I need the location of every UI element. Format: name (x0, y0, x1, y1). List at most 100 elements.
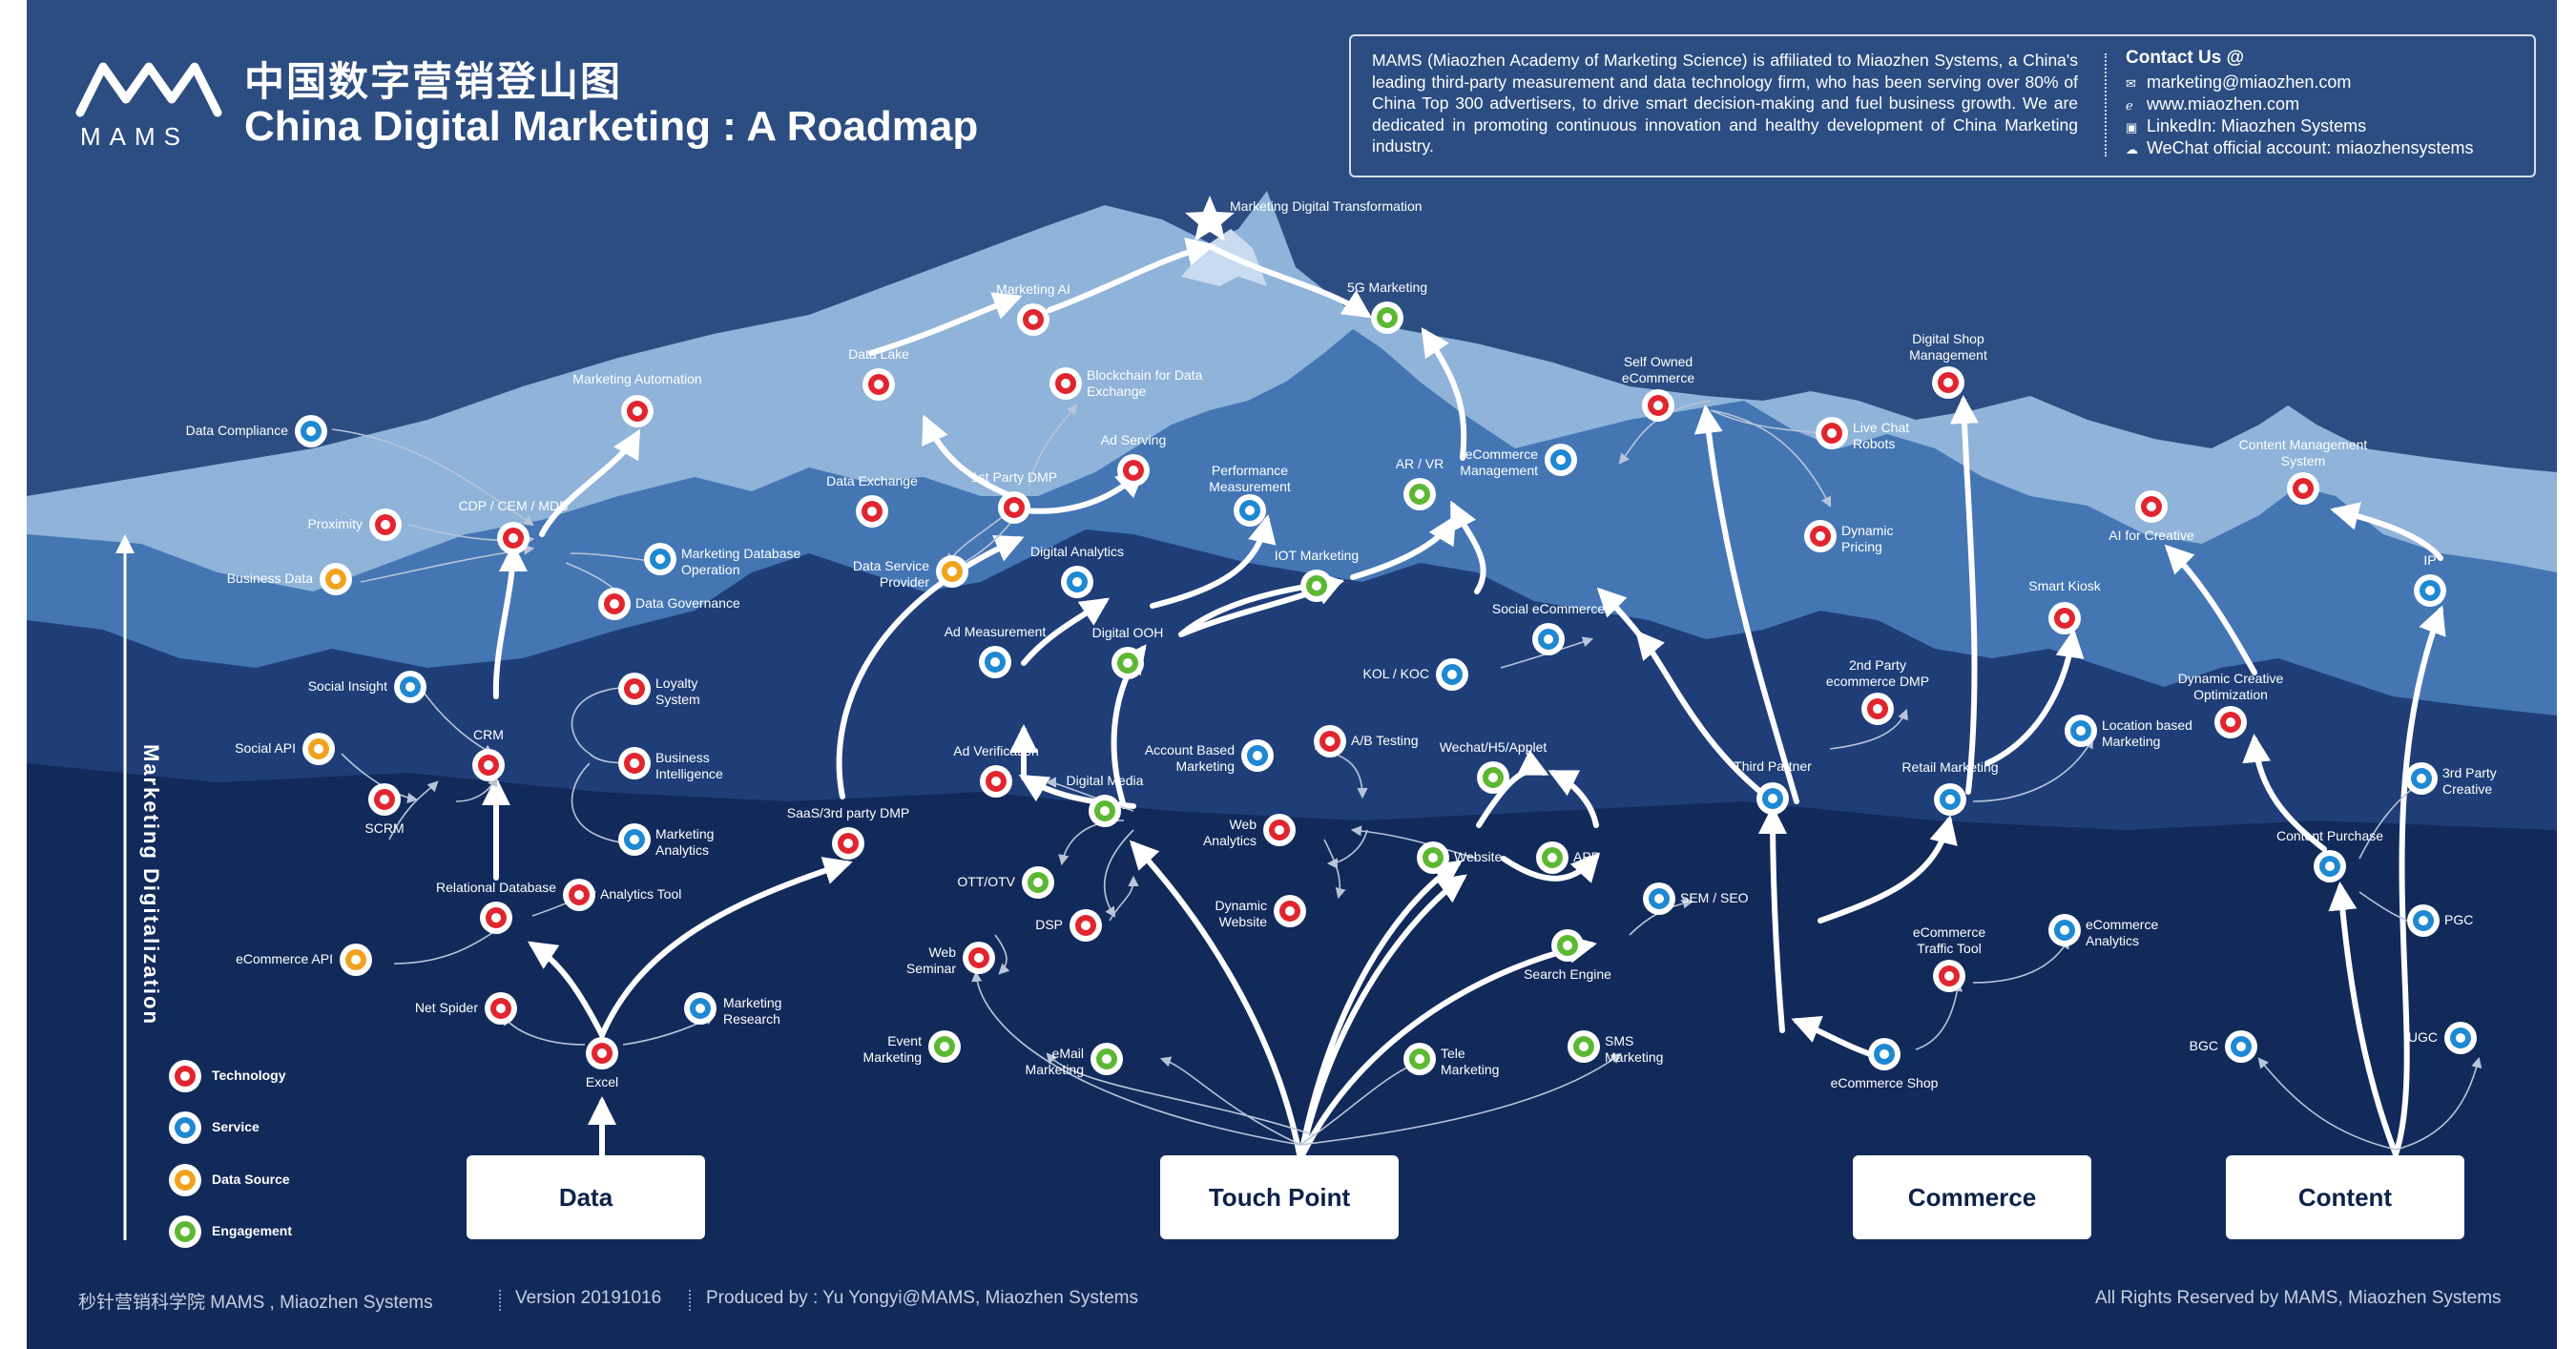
node-center (991, 777, 1001, 786)
node-center (314, 744, 323, 754)
node-ott (1022, 866, 1054, 899)
node-saas-dmp (832, 827, 864, 860)
node-label: Marketing Research (723, 995, 782, 1027)
node-center (610, 599, 619, 609)
linkedin-icon: ▣ (2126, 120, 2138, 135)
node-data-governance (598, 588, 631, 620)
node-data-lake (862, 368, 895, 401)
contact-title: Contact Us @ (2126, 48, 2245, 68)
node-label: Data Service Provider (852, 558, 929, 590)
node-label: Data Governance (635, 595, 740, 611)
footer-version: Version 20191016 (515, 1288, 662, 1308)
node-center (1816, 531, 1825, 541)
node-center (1943, 378, 1953, 387)
node-label: 5G Marketing (1346, 280, 1428, 295)
node-ecommerce-mgmt (1545, 444, 1577, 476)
node-dco (2214, 706, 2247, 738)
node-label: Ad Serving (1100, 432, 1167, 447)
node-label: Third Partner (1734, 758, 1812, 774)
node-label: Live Chat Robots (1853, 420, 1910, 451)
node-label: APP (1573, 849, 1601, 864)
node-label: PGC (2444, 912, 2474, 927)
node-center (1415, 489, 1424, 499)
node-live-chat (1816, 417, 1848, 449)
legend-marker-engagement (169, 1215, 201, 1248)
node-ugc (2444, 1022, 2477, 1054)
node-second-party-dmp (1861, 693, 1894, 725)
node-label: Net Spider (414, 1000, 478, 1015)
node-perf-measurement (1234, 494, 1266, 527)
node-label: Excel (585, 1074, 619, 1090)
node-center (990, 657, 1000, 667)
node-center (1245, 506, 1255, 515)
node-center (1944, 971, 1954, 981)
node-label: eCommerce Analytics (2086, 917, 2159, 948)
node-center (1768, 794, 1777, 803)
node-ad-serving (1117, 454, 1150, 487)
node-scrm (368, 783, 401, 816)
node-digital-media (1089, 795, 1121, 827)
node-label: Data Exchange (826, 473, 918, 488)
node-label: AR / VR (1395, 456, 1444, 471)
node-center (1945, 795, 1955, 804)
node-label: DSP (1035, 917, 1063, 932)
node-center (2060, 925, 2069, 935)
node-data-service-provider (936, 555, 968, 588)
node-label: Content Purchase (2275, 828, 2384, 843)
about-panel (1349, 34, 2536, 177)
node-center (1100, 806, 1110, 816)
node-label: Self Owned eCommerce (1621, 354, 1695, 385)
node-center (180, 1175, 190, 1185)
node-mkt-research (684, 992, 717, 1025)
node-content-purchase (2314, 850, 2346, 882)
node-label: Website (1454, 849, 1503, 864)
legend-label: Service (212, 1119, 260, 1134)
node-mkt-automation (621, 395, 654, 427)
node-label: IP (2423, 552, 2437, 568)
node-label: Web Seminar (905, 944, 956, 976)
node-dsp (1070, 909, 1102, 942)
node-label: Marketing Analytics (655, 826, 715, 858)
node-center (633, 406, 642, 416)
roadmap-canvas: MAMS 中国数字营销登山图 China Digital Marketing :… (27, 0, 2557, 1349)
node-center (1382, 313, 1392, 322)
node-center (843, 839, 853, 848)
node-digital-shop (1932, 366, 1964, 399)
contact-text: marketing@miaozhen.com (2147, 73, 2352, 92)
node-center (630, 835, 639, 844)
legend-label: Engagement (212, 1223, 293, 1238)
node-bi (618, 747, 651, 779)
node-mdb-operation (644, 543, 676, 575)
node-smart-kiosk (2048, 602, 2081, 634)
node-label: Web Analytics (1202, 817, 1257, 848)
node-search-engine (1551, 929, 1584, 962)
footer-rights: All Rights Reserved by MAMS, Miaozhen Sy… (2095, 1288, 2502, 1308)
node-label: Event Marketing (862, 1033, 922, 1065)
node-label: Digital Analytics (1029, 544, 1125, 559)
contact-text: www.miaozhen.com (2147, 94, 2300, 114)
node-label: BGC (2189, 1038, 2218, 1053)
category-box-data: Data (467, 1155, 705, 1239)
node-center (574, 890, 584, 900)
node-center (867, 507, 877, 516)
logo-wordmark: MAMS (80, 122, 189, 151)
footer-divider (689, 1290, 691, 1311)
node-center (2325, 861, 2335, 871)
node-ab-testing (1314, 725, 1346, 758)
node-center (496, 1004, 506, 1013)
node-center (1275, 825, 1284, 835)
node-center (1028, 315, 1038, 324)
node-center (696, 1004, 705, 1013)
node-label: Wechat/H5/Applet (1439, 739, 1548, 755)
contact-item: ✉marketing@miaozhen.com (2126, 73, 2351, 93)
node-label: Marketing Automation (572, 371, 702, 386)
legend-marker-technology (169, 1060, 201, 1092)
node-label: Dynamic Website (1215, 898, 1267, 929)
node-sem-seo (1643, 882, 1675, 915)
node-ip (2414, 574, 2446, 607)
node-center (2419, 916, 2428, 925)
node-self-owned (1642, 389, 1674, 422)
node-content-mgmt (2287, 472, 2319, 505)
node-center (2060, 613, 2069, 623)
